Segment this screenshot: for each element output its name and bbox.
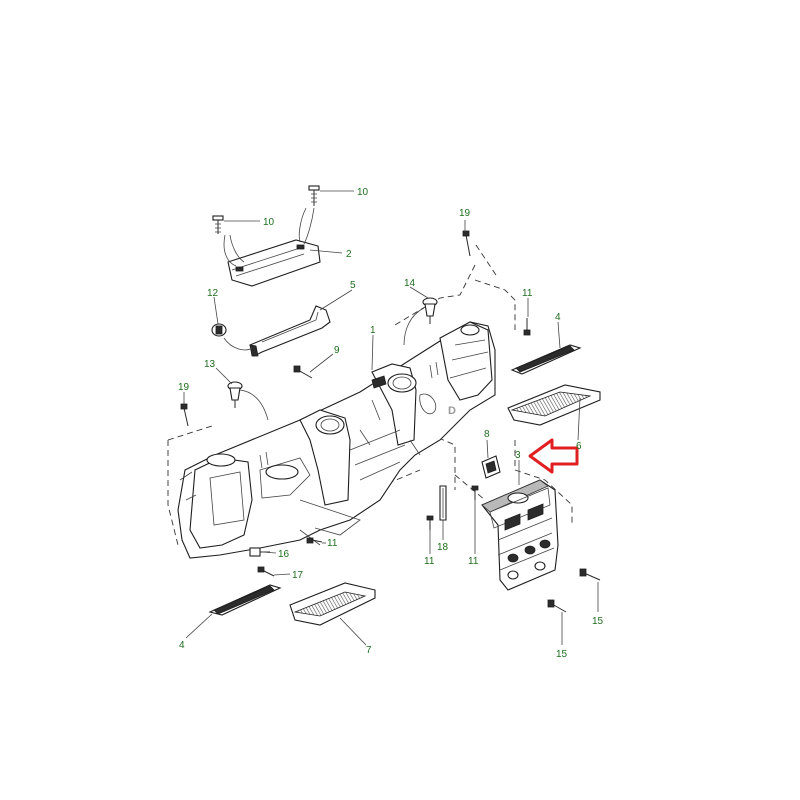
callout-15-right: 15 bbox=[592, 616, 604, 627]
strip-18 bbox=[439, 485, 447, 521]
callout-14: 14 bbox=[404, 278, 416, 289]
clip-12 bbox=[211, 323, 227, 337]
callout-10-right: 10 bbox=[357, 187, 369, 198]
callout-16: 16 bbox=[278, 549, 290, 560]
callout-numbers: 10 10 2 19 5 12 14 11 1 9 4 13 19 6 8 3 … bbox=[178, 187, 604, 660]
part-7-lower-tray bbox=[289, 582, 376, 626]
callout-4-top: 4 bbox=[555, 312, 561, 323]
fastener-11-center bbox=[471, 485, 479, 500]
callout-11-bottom: 11 bbox=[327, 538, 338, 549]
screw-17 bbox=[257, 566, 275, 577]
callout-1: 1 bbox=[370, 325, 376, 336]
screw-15-right bbox=[579, 568, 601, 581]
clip-13 bbox=[227, 381, 269, 421]
callout-7: 7 bbox=[366, 645, 372, 656]
leader-lines bbox=[183, 190, 599, 646]
part-2-upper-cover bbox=[223, 207, 321, 287]
callout-19-left: 19 bbox=[178, 382, 190, 393]
direction-arrow bbox=[528, 438, 579, 474]
screw-15-bottom bbox=[547, 599, 567, 613]
callout-8: 8 bbox=[484, 429, 490, 440]
callout-19-top: 19 bbox=[459, 208, 471, 219]
fastener-11-top bbox=[523, 318, 531, 336]
callout-2: 2 bbox=[346, 249, 352, 260]
bolt-19-top bbox=[462, 230, 471, 257]
callout-3: 3 bbox=[515, 450, 521, 461]
clip-8 bbox=[481, 455, 501, 479]
fastener-10-left bbox=[212, 215, 224, 234]
part-4-vent-grille-top bbox=[510, 344, 582, 375]
callout-11-top: 11 bbox=[522, 288, 533, 299]
callout-5: 5 bbox=[350, 280, 356, 291]
callout-10-left: 10 bbox=[263, 217, 275, 228]
callout-9: 9 bbox=[334, 345, 340, 356]
fastener-11-bottom bbox=[306, 537, 323, 544]
callout-12: 12 bbox=[207, 288, 219, 299]
callout-15-bottom: 15 bbox=[556, 649, 568, 660]
callout-11-center: 11 bbox=[468, 556, 479, 567]
callout-6: 6 bbox=[576, 441, 582, 452]
part-6-storage-tray bbox=[507, 384, 601, 426]
fastener-10-right bbox=[308, 185, 320, 206]
callout-4-bottom: 4 bbox=[179, 640, 185, 651]
fastener-11-lower bbox=[426, 515, 434, 530]
part-3-center-console bbox=[481, 479, 559, 591]
callout-11-lower: 11 bbox=[424, 556, 435, 567]
callout-13: 13 bbox=[204, 359, 216, 370]
part-4-vent-grille-bottom bbox=[208, 584, 282, 616]
view-label-d: D bbox=[448, 405, 456, 417]
part-1-dashboard-carrier bbox=[177, 321, 496, 559]
callout-18: 18 bbox=[437, 542, 449, 553]
clip-14 bbox=[403, 297, 438, 346]
callout-17: 17 bbox=[292, 570, 304, 581]
bolt-19-left bbox=[180, 403, 189, 427]
part-5-bracket bbox=[223, 305, 331, 357]
screw-9 bbox=[293, 365, 313, 379]
